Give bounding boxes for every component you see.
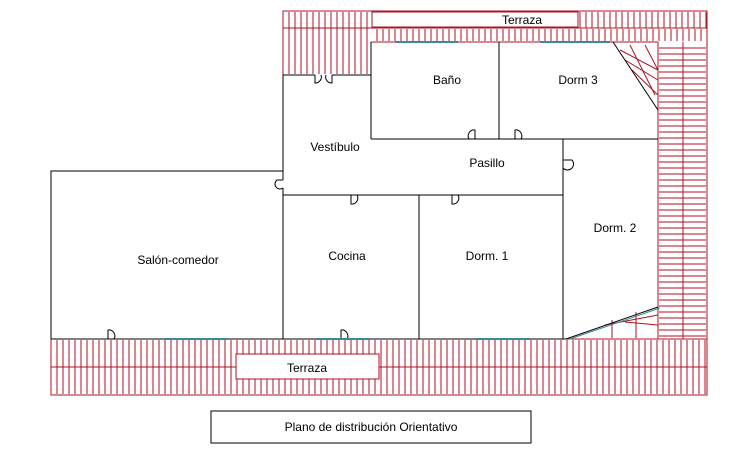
door-bano xyxy=(467,129,476,140)
hatch-line xyxy=(644,44,659,71)
doors xyxy=(107,74,574,340)
door-dorm3 xyxy=(514,129,523,140)
door-cocina xyxy=(350,194,359,205)
hatch-line xyxy=(604,314,659,326)
hatch-line xyxy=(619,49,659,71)
hatch-line xyxy=(631,69,659,96)
hatch-line xyxy=(624,59,659,81)
door-dorm1 xyxy=(451,194,460,205)
door-dorm2 xyxy=(562,159,574,171)
label-cocina: Cocina xyxy=(328,249,366,263)
label-pasillo: Pasillo xyxy=(469,156,505,170)
top-terrace-outline xyxy=(282,10,708,339)
top-terrace-label-box xyxy=(371,11,579,28)
door-salon-terrace xyxy=(107,329,116,340)
label-dorm2: Dorm. 2 xyxy=(594,221,637,235)
label-dorm3: Dorm 3 xyxy=(558,73,598,87)
label-dorm1: Dorm. 1 xyxy=(466,249,509,263)
plan-title: Plano de distribución Orientativo xyxy=(285,420,458,434)
door-cocina-terrace xyxy=(340,329,349,340)
windows xyxy=(164,41,610,340)
hatch-line xyxy=(629,44,656,96)
bottom-terrace-label-box xyxy=(235,353,380,380)
label-vestibulo: Vestíbulo xyxy=(310,140,360,154)
terrace-outlines xyxy=(50,10,708,396)
door-vestibulo-top xyxy=(314,74,322,84)
label-terrace-top: Terraza xyxy=(502,13,542,27)
label-bano: Baño xyxy=(433,73,461,87)
hatch-line xyxy=(624,321,659,326)
door-salon xyxy=(274,179,284,190)
title-box xyxy=(210,410,532,444)
label-terrace-bottom: Terraza xyxy=(287,361,327,375)
terrace-hatching xyxy=(56,12,707,394)
label-salon: Salón-comedor xyxy=(137,253,218,267)
